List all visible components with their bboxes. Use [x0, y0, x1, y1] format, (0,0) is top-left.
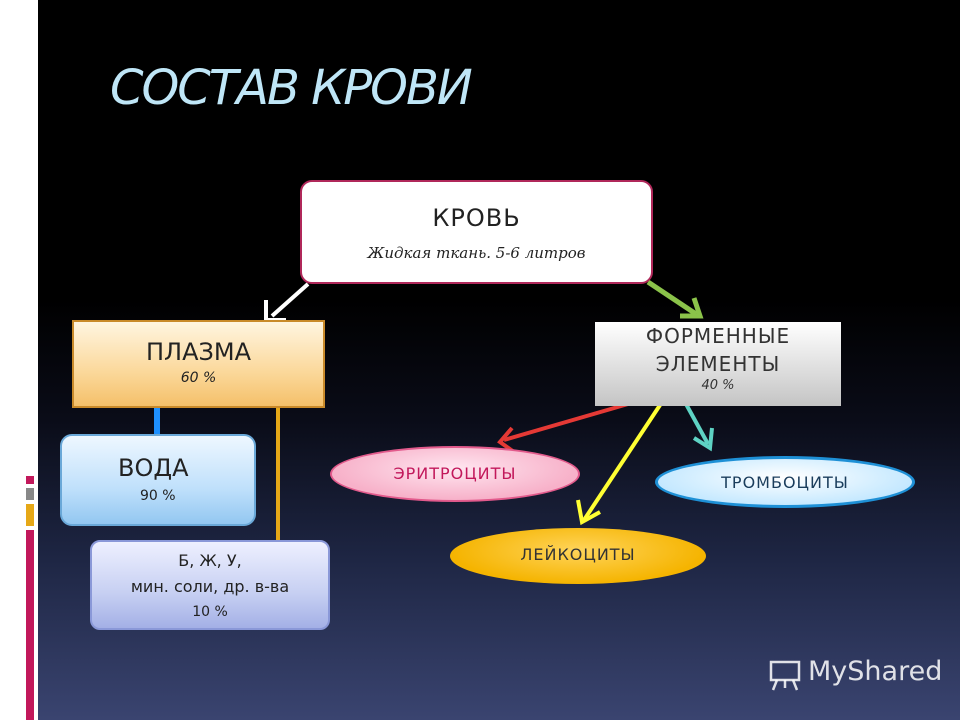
node-other-sub: 10 %: [192, 604, 228, 620]
node-water: ВОДА 90 %: [60, 434, 256, 526]
node-plasma: ПЛАЗМА 60 %: [72, 320, 325, 408]
deco-bar-pink: [26, 530, 34, 720]
arrowhead-blood-formed: [680, 297, 704, 319]
node-plasma-sub: 60 %: [180, 370, 217, 386]
node-formed-sub: 40 %: [701, 378, 735, 393]
watermark-text: MyShared: [808, 656, 943, 687]
deco-square-pink: [26, 476, 34, 484]
node-blood-sub: Жидкая ткань. 5-6 литров: [367, 244, 586, 262]
node-other-line-2: мин. соли, др. в-ва: [130, 577, 290, 596]
node-other-line-1: Б, Ж, У,: [178, 551, 242, 570]
node-erythrocytes: ЭРИТРОЦИТЫ: [330, 446, 580, 502]
node-leukocytes: ЛЕЙКОЦИТЫ: [450, 528, 706, 584]
node-plasma-label: ПЛАЗМА: [145, 338, 252, 366]
presentation-board-icon: [769, 660, 801, 691]
arrowhead-formed-leukocytes: [576, 499, 601, 526]
node-water-label: ВОДА: [118, 454, 189, 482]
arrowhead-formed-thrombocytes: [692, 427, 714, 452]
arrow-formed-thrombocytes: [684, 403, 710, 445]
node-blood: КРОВЬ Жидкая ткань. 5-6 литров: [300, 180, 653, 284]
node-water-sub: 90 %: [140, 488, 176, 504]
node-formed-label-2: ЭЛЕМЕНТЫ: [655, 352, 781, 376]
node-other-substances: Б, Ж, У, мин. соли, др. в-ва 10 %: [90, 540, 330, 630]
arrow-blood-plasma: [270, 282, 310, 318]
deco-square-gray: [26, 488, 34, 500]
deco-square-yellow: [26, 504, 34, 526]
arrow-formed-erythrocytes: [503, 402, 629, 442]
node-formed-elements: ФОРМЕННЫЕ ЭЛЕМЕНТЫ 40 %: [595, 322, 841, 406]
node-formed-label-1: ФОРМЕННЫЕ: [645, 324, 791, 348]
node-thrombocytes: ТРОМБОЦИТЫ: [655, 456, 915, 508]
arrow-blood-formed: [646, 279, 698, 317]
node-blood-label: КРОВЬ: [432, 204, 521, 232]
slide-title: СОСТАВ КРОВИ: [110, 60, 473, 116]
arrow-formed-leukocytes: [582, 394, 668, 522]
